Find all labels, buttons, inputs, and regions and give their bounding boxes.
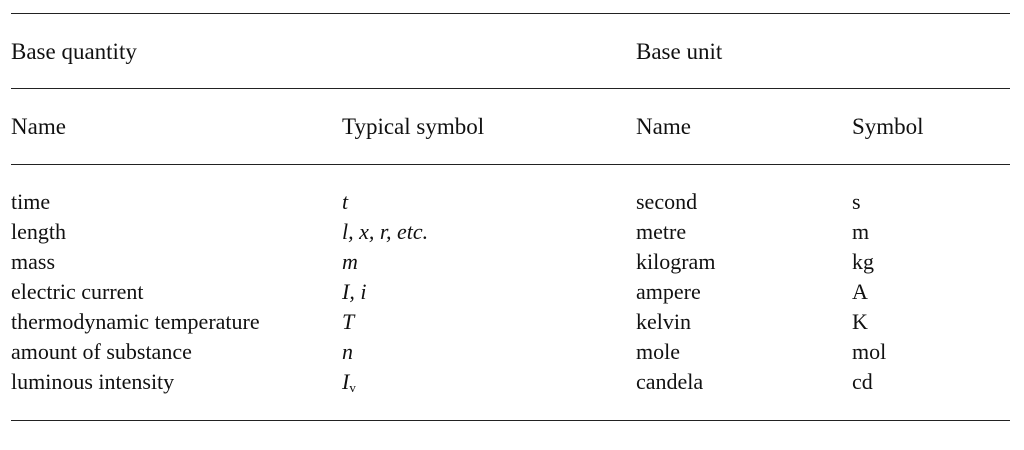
table-row-electric-current-unit-symbol: A (852, 279, 868, 304)
table-row-thermodynamic-temperature-unit-name: kelvin (636, 309, 691, 334)
table-row-time-unit-name: second (636, 189, 698, 214)
table-row-thermodynamic-temperature-unit-symbol: K (852, 309, 868, 334)
table-row-time-unit-symbol: s (852, 189, 861, 214)
table-bottom-rule (11, 420, 1010, 421)
column-header-unit-symbol: Symbol (852, 114, 924, 139)
table-row-thermodynamic-temperature-name: thermodynamic temperature (11, 309, 260, 334)
table-row-length-unit-name: metre (636, 219, 687, 244)
group-header-base-unit: Base unit (636, 39, 723, 64)
group-header-rule (11, 88, 1010, 89)
group-header-base-quantity: Base quantity (11, 39, 137, 64)
table-row-mass-unit-symbol: kg (852, 249, 874, 274)
table-row-length-unit-symbol: m (852, 219, 870, 244)
table-row-time-name: time (11, 189, 51, 214)
column-header-unit-name: Name (636, 114, 691, 139)
table-row-electric-current-name: electric current (11, 279, 144, 304)
table-row-electric-current-symbol: I, i (342, 279, 367, 304)
column-header-name: Name (11, 114, 66, 139)
table-row-mass-unit-name: kilogram (636, 249, 716, 274)
table-row-electric-current-unit-name: ampere (636, 279, 701, 304)
table-row-mass-symbol: m (342, 249, 358, 274)
column-header-rule (11, 164, 1010, 165)
table-row-amount-of-substance-name: amount of substance (11, 339, 192, 364)
table-row-amount-of-substance-unit-name: mole (636, 339, 680, 364)
table-row-length-symbol: l, x, r, etc. (342, 219, 429, 244)
table-row-luminous-intensity-unit-name: candela (636, 369, 704, 394)
table-row-time-symbol: t (342, 189, 349, 214)
table-row-luminous-intensity-name: luminous intensity (11, 369, 175, 394)
column-header-typical-symbol: Typical symbol (342, 114, 485, 139)
table-row-amount-of-substance-symbol: n (342, 339, 353, 364)
symbol-subscript: v (349, 380, 356, 395)
table-row-amount-of-substance-unit-symbol: mol (852, 339, 887, 364)
table-top-rule (11, 13, 1010, 14)
table-row-thermodynamic-temperature-symbol: T (342, 309, 355, 334)
table-row-mass-name: mass (11, 249, 55, 274)
table-row-luminous-intensity-unit-symbol: cd (852, 369, 873, 394)
table-row-luminous-intensity-symbol: Iv (342, 369, 356, 401)
table-row-length-name: length (11, 219, 66, 244)
symbol-main: I (342, 369, 350, 394)
